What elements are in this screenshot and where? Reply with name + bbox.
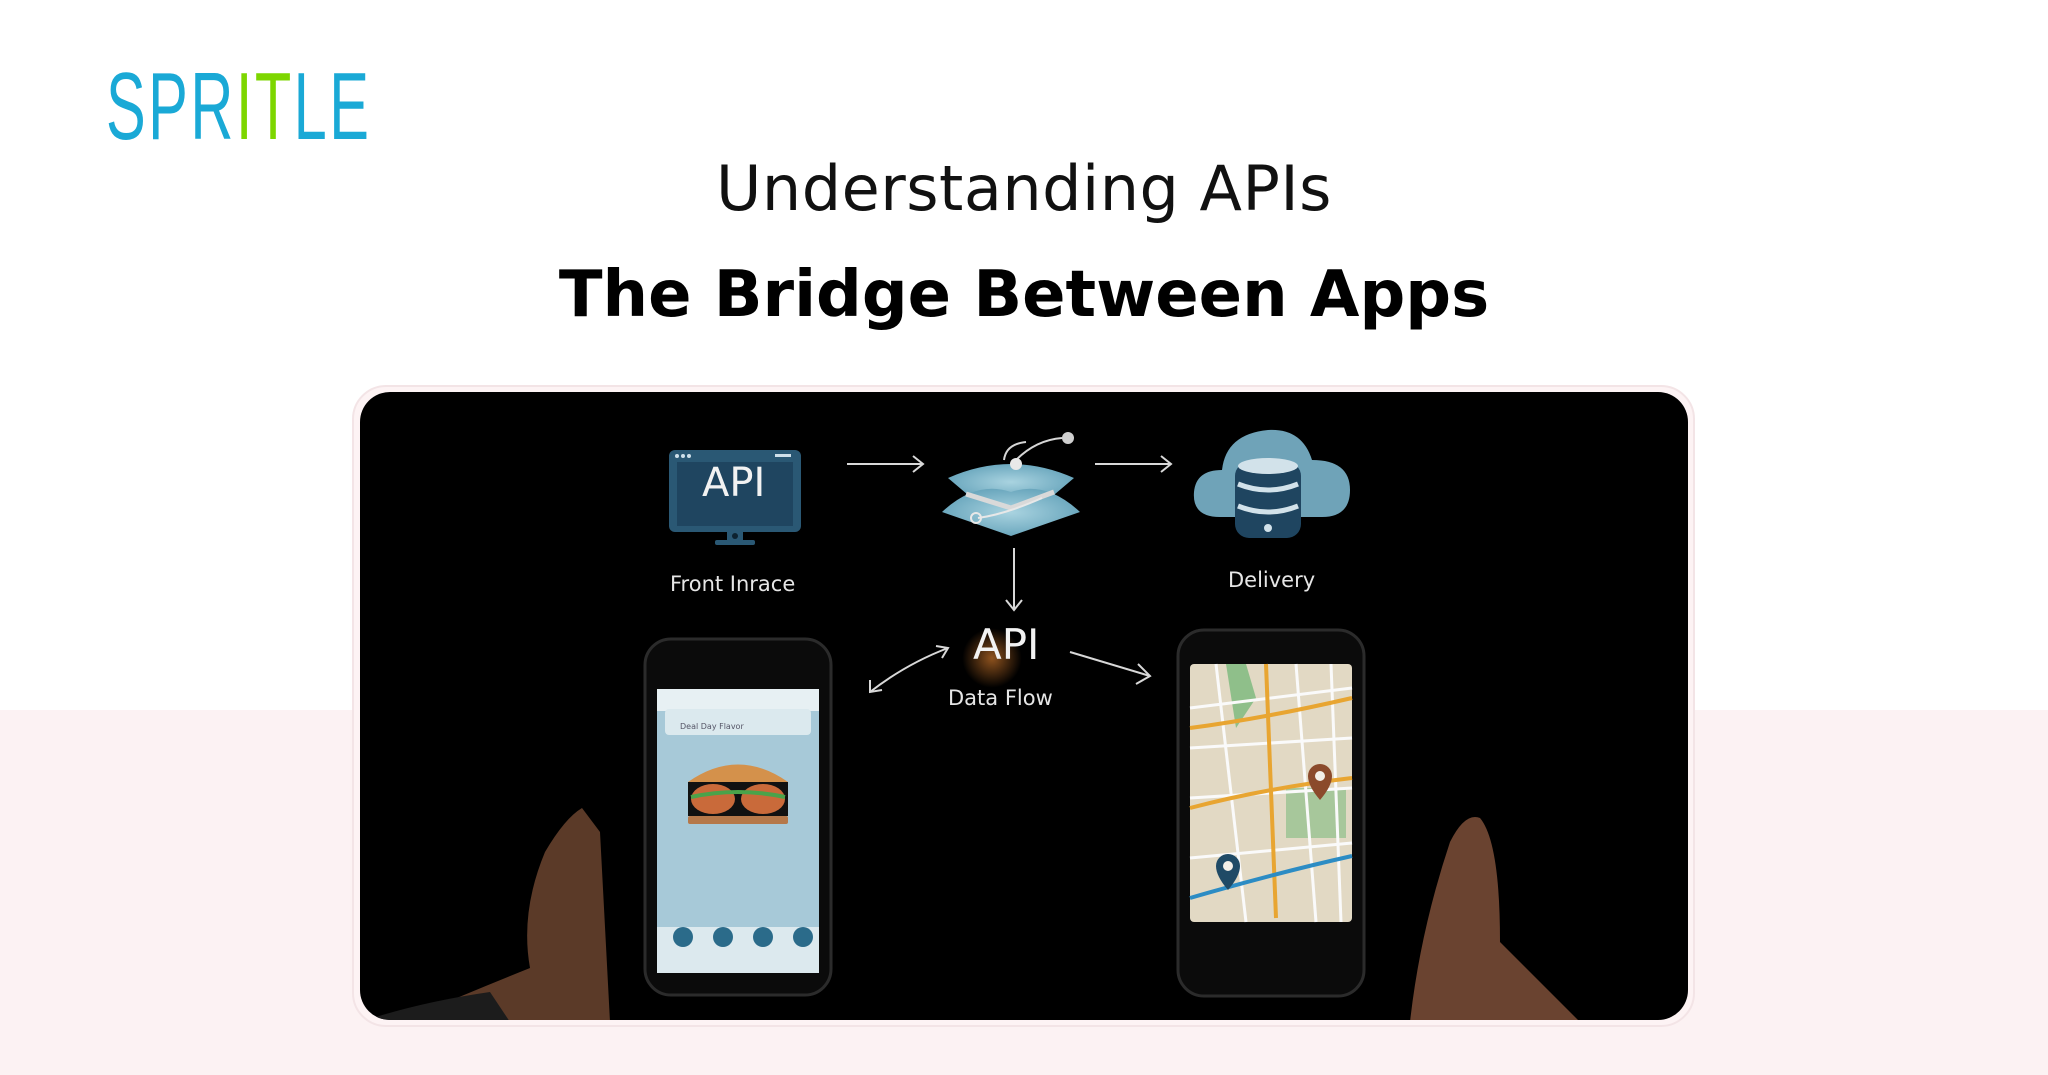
logo-part-2: IT [235,53,294,160]
phone-left [643,637,833,997]
illustration-card: API Front Inrace Delivery [360,392,1688,1020]
arrow-right-icon [1095,455,1173,473]
page-subtitle: The Bridge Between Apps [558,258,1490,332]
arrow-down-icon [1005,548,1023,612]
center-api-label: Data Flow [948,686,1053,710]
logo-part-1: SPR [106,53,236,160]
api-glow [962,628,1022,688]
center-api-title: API [973,620,1040,669]
bridge-layers-icon [942,432,1080,536]
monitor-screen-text: API [702,460,766,506]
page-title: Understanding APIs [716,152,1332,225]
monitor-label: Front Inrace [670,572,796,596]
logo-part-3: LE [293,53,372,160]
arrow-right-icon [1069,651,1152,685]
monitor-icon [669,450,801,545]
phone-right [1176,628,1366,998]
cloud-database-icon [1193,429,1350,538]
arrow-right-icon [847,455,925,473]
phone-left-search-field: Deal Day Flavor [680,722,744,731]
cloud-label: Delivery [1228,568,1316,592]
bidirectional-arrow-icon [869,645,950,694]
